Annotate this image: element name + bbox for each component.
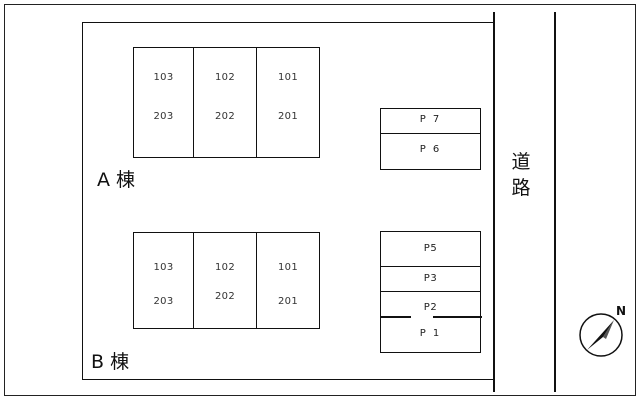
parking-space-p2: P2 — [381, 292, 480, 317]
building-b-unit-1: 103 203 — [134, 233, 194, 328]
parking-label: P 7 — [419, 114, 442, 125]
room-number: 201 — [278, 111, 298, 122]
room-number: 203 — [153, 111, 174, 122]
building-b-unit-2: 102 202 — [194, 233, 257, 328]
road-edge-right — [554, 12, 556, 392]
room-number: 202 — [215, 291, 235, 302]
room-number: 201 — [278, 296, 298, 307]
parking-space-p3: P3 — [381, 267, 480, 292]
building-b: 103 203 102 202 101 201 — [133, 232, 320, 329]
building-a-unit-2: 102 202 — [194, 48, 257, 157]
room-number: 203 — [153, 296, 174, 307]
room-number: 202 — [215, 111, 235, 122]
building-b-label: B 棟 — [91, 351, 130, 373]
parking-divider — [381, 316, 411, 318]
road-label-char: 路 — [511, 177, 531, 199]
room-number: 101 — [278, 262, 298, 273]
parking-label: P3 — [423, 273, 438, 284]
parking-group-bottom: P5 P3 P2 P 1 — [380, 231, 482, 353]
room-number: 102 — [215, 262, 235, 273]
parking-space-p7: P 7 — [381, 109, 480, 134]
parking-label: P2 — [423, 302, 438, 313]
building-a: 103 203 102 202 101 201 — [133, 47, 320, 158]
compass-north-label: N — [616, 304, 626, 318]
road-edge-left — [493, 12, 495, 392]
building-a-unit-3: 101 201 — [257, 48, 319, 157]
road-label-char: 道 — [511, 151, 531, 173]
parking-group-top: P 7 P 6 — [380, 108, 481, 170]
room-number: 101 — [278, 72, 298, 83]
building-a-label: A 棟 — [97, 169, 136, 191]
parking-space-p1: P 1 — [381, 318, 480, 352]
map-frame — [4, 4, 636, 396]
parking-label: P 1 — [419, 328, 442, 339]
road-label: 道 路 — [508, 149, 534, 201]
room-number: 103 — [153, 72, 174, 83]
north-arrow-icon: N — [579, 304, 626, 357]
parking-label: P5 — [423, 243, 438, 254]
building-b-unit-3: 101 201 — [257, 233, 319, 328]
parking-space-p6: P 6 — [381, 134, 480, 169]
room-number: 103 — [153, 262, 174, 273]
parking-divider — [433, 316, 482, 318]
parking-space-p5: P5 — [381, 232, 480, 267]
parking-label: P 6 — [419, 144, 442, 155]
room-number: 102 — [215, 72, 235, 83]
building-a-unit-1: 103 203 — [134, 48, 194, 157]
